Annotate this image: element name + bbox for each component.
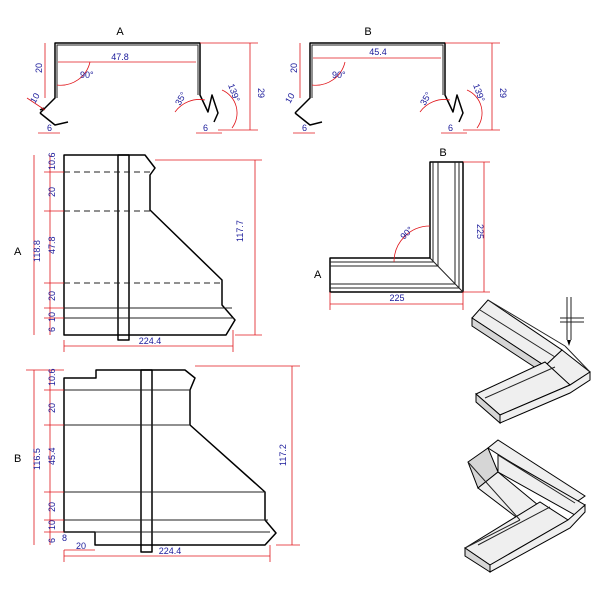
flat-b-dim-1: 10.6	[47, 368, 57, 386]
isometric-view-top	[471, 297, 591, 425]
flat-a-height-left: 118.8	[32, 240, 42, 262]
section-a-left-height: 20	[34, 63, 44, 73]
flat-pattern-b: B 10.6 20 45.4 20 10 6 116.5 117.2 224.4…	[14, 365, 300, 562]
section-b-left-height: 20	[289, 63, 299, 73]
flat-b-dim-6: 6	[47, 538, 57, 543]
section-b-angle-right: 139°	[471, 82, 487, 103]
flat-b-tab-width: 20	[76, 541, 86, 551]
section-b-height: 29	[498, 88, 508, 98]
flat-pattern-a: A 10.6 20 47.8 20 10 6 118.8 117.7 224.4	[14, 152, 262, 352]
section-b-foot: 6	[302, 123, 307, 133]
flat-b-tab-height: 8	[62, 533, 67, 543]
flat-a-label: A	[14, 246, 22, 258]
section-a-width: 47.8	[111, 52, 129, 62]
section-a-height: 29	[256, 88, 266, 98]
flat-a-dim-3: 47.8	[47, 236, 57, 254]
corner-plan-view: B A 90° 225 225	[314, 147, 490, 310]
flat-a-dim-2: 20	[47, 187, 57, 197]
corner-label-b: B	[439, 147, 446, 159]
section-b-width: 45.4	[369, 47, 387, 57]
section-a-angle-top: 90°	[80, 70, 94, 80]
section-a-angle-lip: 35°	[173, 90, 189, 107]
section-b-lip: 10	[283, 91, 297, 105]
corner-leg-vertical: 225	[475, 224, 485, 239]
flat-a-dim-6: 6	[47, 327, 57, 332]
flat-b-width: 224.4	[159, 546, 182, 556]
section-a-foot-right: 6	[203, 123, 208, 133]
section-a-lip: 10	[28, 91, 42, 105]
section-b-angle-lip: 35°	[418, 90, 434, 107]
flat-a-dim-5: 10	[47, 312, 57, 322]
section-b-label: B	[364, 26, 371, 38]
flat-a-dim-1: 10.6	[47, 152, 57, 170]
flat-a-dim-4: 20	[47, 291, 57, 301]
corner-leg-horizontal: 225	[389, 293, 404, 303]
flat-a-width: 224.4	[139, 336, 162, 346]
flat-b-dim-4: 20	[47, 502, 57, 512]
flat-b-dim-2: 20	[47, 403, 57, 413]
corner-angle: 90°	[398, 224, 415, 241]
flat-b-label: B	[14, 453, 21, 465]
flat-b-height-right: 117.2	[278, 444, 288, 466]
section-b-profile: B 20 45.4 90° 29 10 6 35° 6 139°	[283, 26, 508, 134]
section-a-label: A	[116, 26, 124, 38]
flat-b-dim-5: 10	[47, 520, 57, 530]
section-b-foot-right: 6	[448, 123, 453, 133]
isometric-view-bottom	[464, 439, 586, 573]
flat-a-height-right: 117.7	[235, 220, 245, 242]
section-a-angle-right: 139°	[226, 82, 242, 103]
flat-b-height-left: 116.5	[32, 448, 42, 470]
flat-b-dim-3: 45.4	[47, 447, 57, 465]
section-b-angle-top: 90°	[332, 70, 346, 80]
corner-label-a: A	[314, 269, 322, 281]
section-a-profile: A 20 47.8 90° 29 10 6 35° 6 139°	[26, 26, 266, 134]
section-a-foot: 6	[47, 123, 52, 133]
